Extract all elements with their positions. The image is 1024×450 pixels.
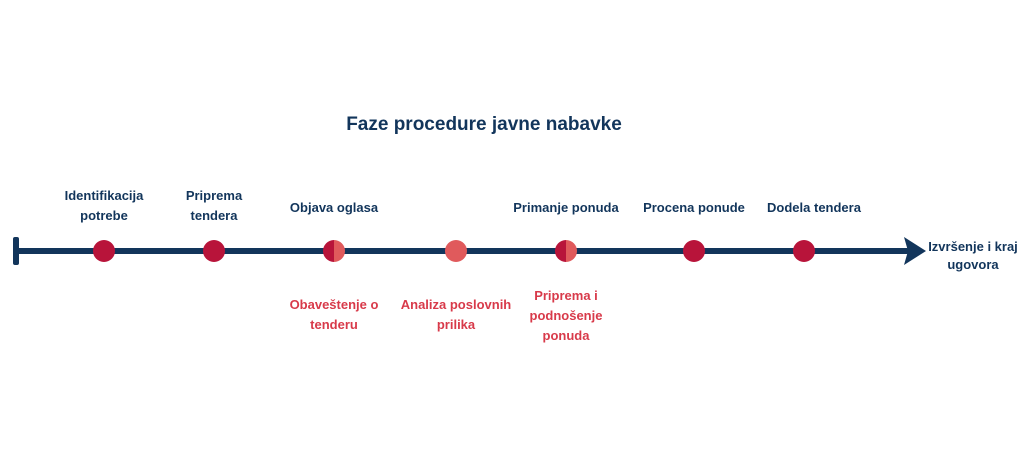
bottom-label-obavestenje: Obaveštenje o tenderu: [289, 297, 379, 332]
milestone-dot-priprema: [203, 240, 225, 262]
bottom-label-priprema-ponuda: Priprema i podnošenje ponuda: [529, 288, 603, 343]
milestone-dot-objava: [323, 240, 345, 262]
milestone-dot-procena: [683, 240, 705, 262]
milestone-dot-analiza: [445, 240, 467, 262]
top-label-objava: Objava oglasa: [289, 200, 379, 215]
top-label-primanje: Primanje ponuda: [513, 200, 619, 215]
top-label-identifikacija: Identifikacija potrebe: [64, 188, 144, 223]
milestone-dot-dodela: [793, 240, 815, 262]
top-label-dodela: Dodela tendera: [767, 200, 861, 215]
bottom-label-analiza: Analiza poslovnih prilika: [400, 297, 512, 332]
milestone-dot-primanje: [555, 240, 577, 262]
timeline-arrowhead: [904, 237, 926, 265]
milestone-dot-identifikacija: [93, 240, 115, 262]
top-label-priprema: Priprema tendera: [185, 188, 243, 223]
diagram-title: Faze procedure javne nabavke: [346, 114, 622, 135]
top-label-procena: Procena ponude: [643, 200, 745, 215]
end-label: Izvršenje i kraj ugovora: [928, 239, 1018, 272]
timeline-start-cap: [13, 237, 19, 265]
